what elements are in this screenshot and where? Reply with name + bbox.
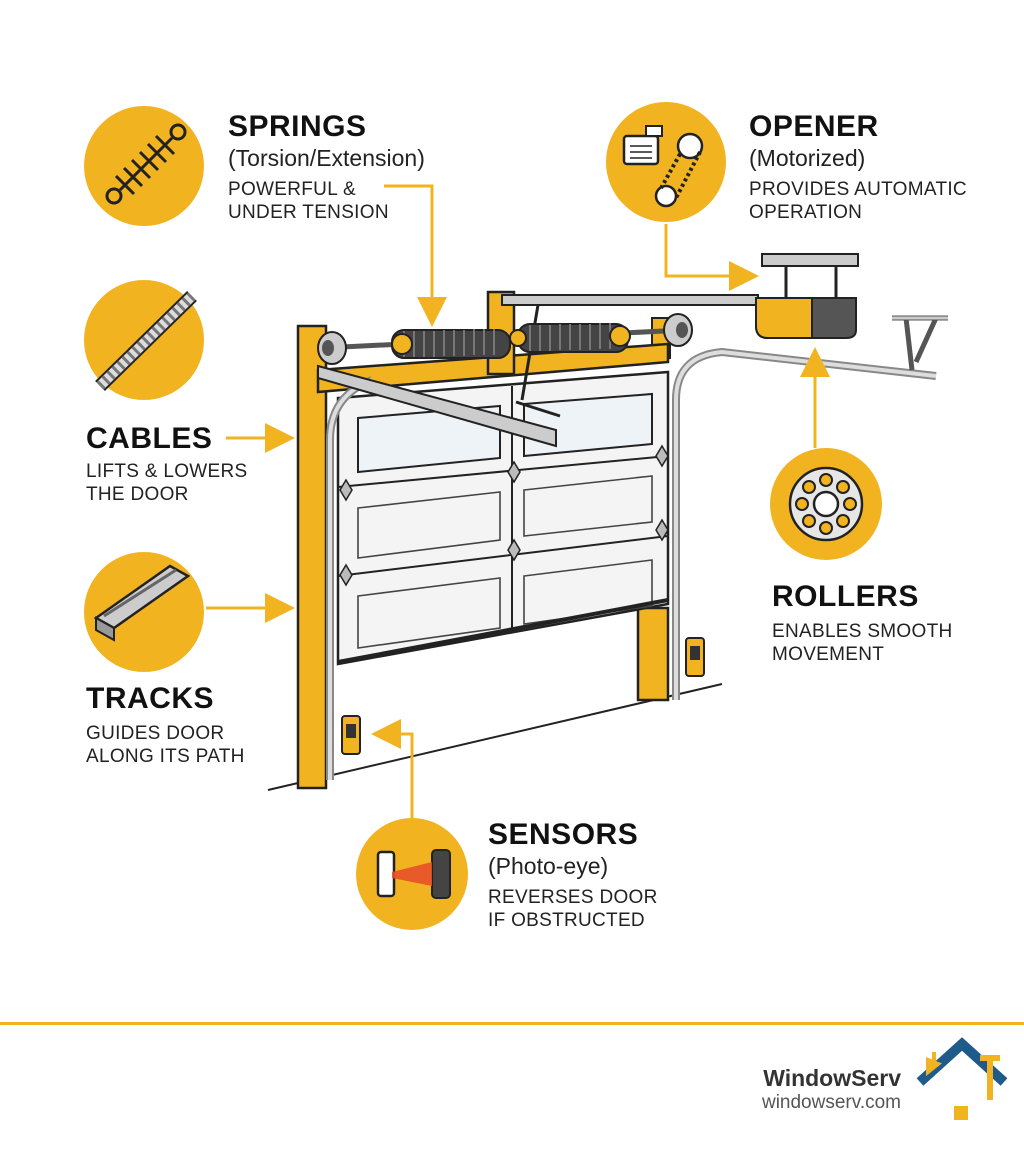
photo-eye-sensor xyxy=(685,637,705,677)
gear-motor-icon xyxy=(606,102,726,222)
opener-desc: PROVIDES AUTOMATIC OPERATION xyxy=(749,179,967,223)
sensors-desc: REVERSES DOOR IF OBSTRUCTED xyxy=(488,887,658,931)
springs-subtitle: (Torsion/Extension) xyxy=(228,145,425,171)
cables-desc: LIFTS & LOWERS THE DOOR xyxy=(86,461,248,505)
opener-rail xyxy=(501,294,759,306)
footer-divider xyxy=(0,1022,1024,1025)
sensors-subtitle: (Photo-eye) xyxy=(488,853,609,879)
cables-label: CABLES LIFTS & LOWERS THE DOOR xyxy=(86,422,248,506)
springs-label: SPRINGS (Torsion/Extension) POWERFUL & U… xyxy=(228,110,425,224)
spring-icon xyxy=(84,106,204,226)
springs-desc: POWERFUL & UNDER TENSION xyxy=(228,179,389,223)
rollers-label: ROLLERS ENABLES SMOOTH MOVEMENT xyxy=(772,580,953,666)
tracks-label: TRACKS GUIDES DOOR ALONG ITS PATH xyxy=(86,682,245,768)
opener-label: OPENER (Motorized) PROVIDES AUTOMATIC OP… xyxy=(749,110,967,224)
cables-title: CABLES xyxy=(86,422,213,455)
rollers-title: ROLLERS xyxy=(772,580,919,613)
cable-icon xyxy=(84,280,204,400)
cable-drum xyxy=(663,313,693,347)
brand-name: WindowServ xyxy=(763,1065,901,1091)
track-icon xyxy=(84,552,204,672)
sensors-label: SENSORS (Photo-eye) REVERSES DOOR IF OBS… xyxy=(488,818,658,932)
right-jamb xyxy=(636,606,670,702)
door-window xyxy=(523,392,653,458)
left-jamb xyxy=(296,324,328,790)
photo-eye-icon xyxy=(356,818,468,930)
floor-line xyxy=(267,683,723,791)
tracks-title: TRACKS xyxy=(86,682,214,715)
windowserv-logo xyxy=(916,1037,1008,1120)
bearing-icon xyxy=(770,448,882,560)
rollers-desc: ENABLES SMOOTH MOVEMENT xyxy=(772,621,953,665)
springs-title: SPRINGS xyxy=(228,110,367,143)
torsion-spring xyxy=(391,323,631,359)
opener-subtitle: (Motorized) xyxy=(749,145,866,171)
brand-url[interactable]: windowserv.com xyxy=(761,1092,901,1113)
brand-block: WindowServ windowserv.com xyxy=(762,1064,901,1114)
springs-arrow xyxy=(384,184,447,327)
sensors-title: SENSORS xyxy=(488,818,639,851)
photo-eye-sensor xyxy=(341,715,361,755)
opener-title: OPENER xyxy=(749,110,879,143)
tracks-desc: GUIDES DOOR ALONG ITS PATH xyxy=(86,723,245,767)
opener-arrow xyxy=(664,224,759,291)
opener-motor xyxy=(755,253,859,339)
cable-drum xyxy=(317,331,347,365)
track-strut xyxy=(317,364,557,448)
sensors-arrow xyxy=(371,719,414,822)
